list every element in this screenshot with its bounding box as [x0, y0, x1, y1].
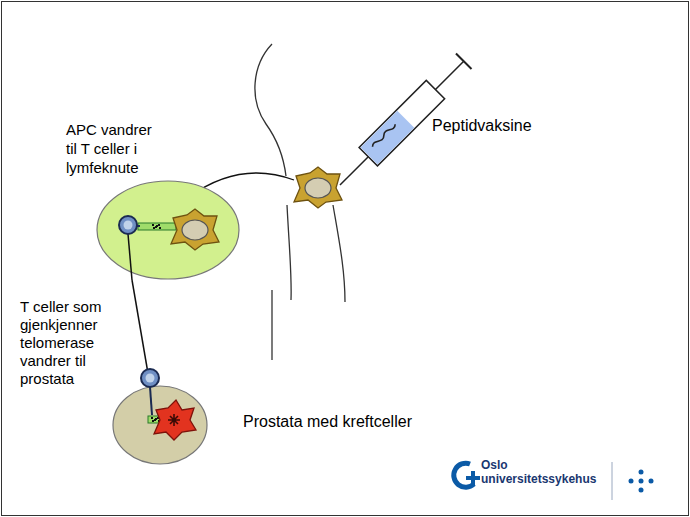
vaccine-label: Peptidvaksine [432, 116, 582, 136]
lymph-node: APC vandrer til T celler i lymfeknute [96, 180, 240, 280]
node-shape [96, 180, 240, 280]
body-outline [255, 44, 345, 360]
node-heading: APC vandrer til T celler i lymfeknute [66, 120, 166, 177]
antigen-presenting-cell [294, 167, 342, 208]
node-shape [112, 385, 208, 465]
logo-text: Oslo universitetssykehus [481, 458, 606, 486]
t-cell-label: T celler som gjenkjenner telomerase vand… [20, 298, 128, 388]
node-heading: Prostata med kreftceller [243, 412, 443, 432]
prostate: Prostata med kreftceller [112, 385, 208, 465]
